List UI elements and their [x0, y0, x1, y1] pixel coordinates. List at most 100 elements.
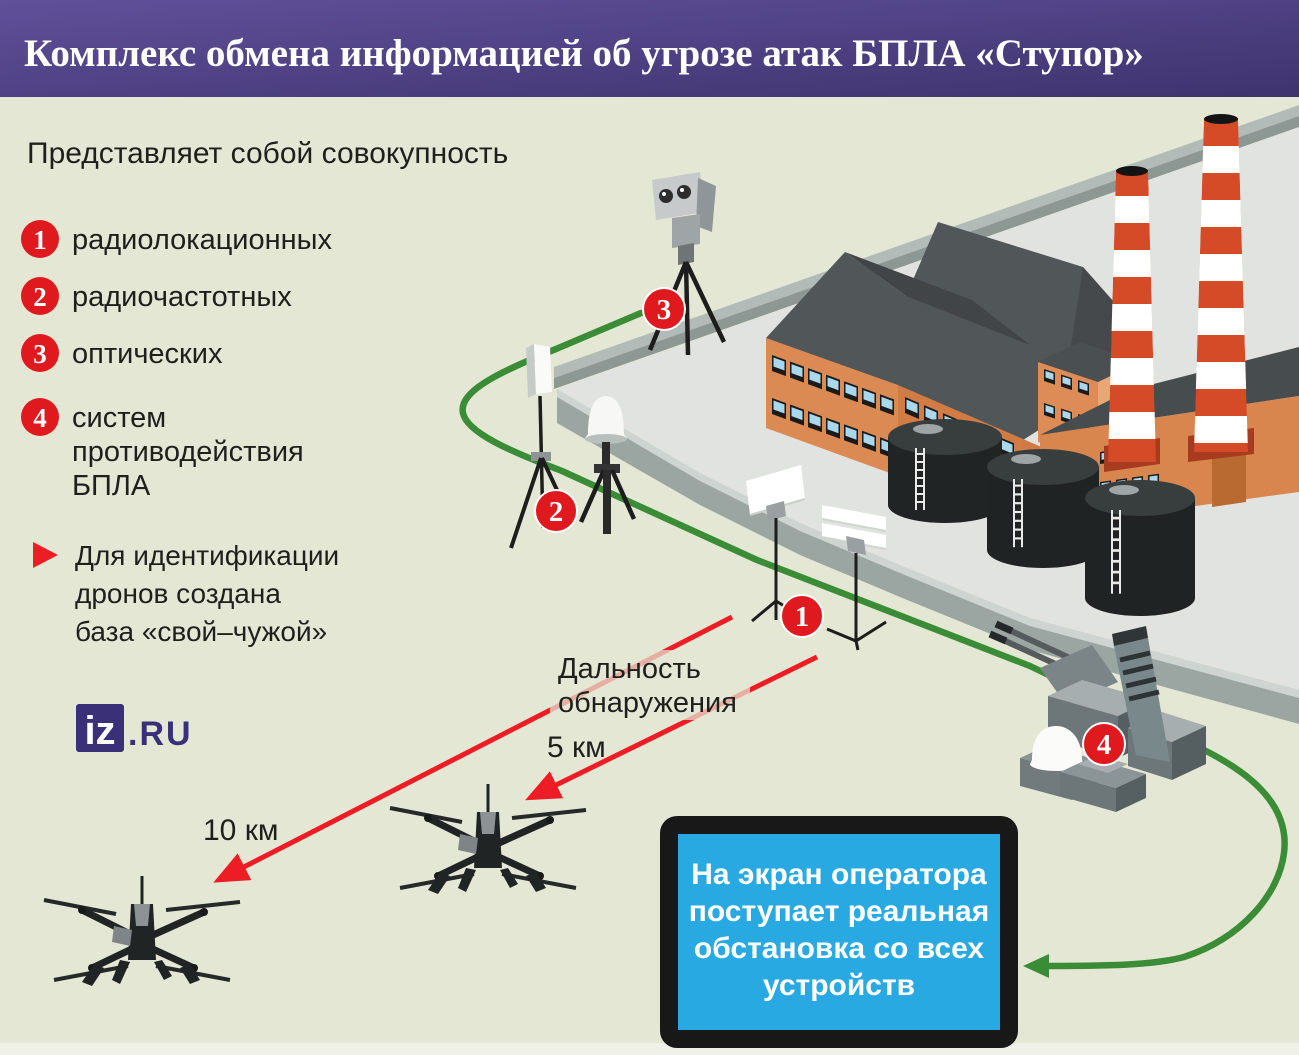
boiler-door [1212, 444, 1246, 507]
screen-text-line4: устройств [763, 969, 915, 1002]
dome-mast [602, 442, 610, 466]
route-arrowhead-to-screen [1023, 954, 1049, 978]
launcher-muzzle [1112, 626, 1148, 646]
turret-base-side [1172, 726, 1206, 780]
izru-logo: iz .RU [76, 704, 193, 753]
camera-lens [677, 185, 691, 199]
marker-2: 2 [534, 489, 578, 533]
svg-text:1: 1 [33, 225, 47, 255]
radar-bar [822, 523, 886, 549]
screen-panel [678, 834, 1000, 1030]
range-label-backdrop [550, 650, 750, 720]
svg-text:4: 4 [1097, 729, 1112, 761]
launcher-slits [1119, 650, 1160, 702]
sensor-box-side [526, 344, 536, 398]
tripod-leg [509, 457, 543, 549]
platform-front-side [557, 397, 1299, 724]
note-line2: дронов создана [75, 578, 281, 609]
range-title-line1: Дальность [558, 653, 701, 685]
roof-valley-facet [845, 252, 1030, 345]
tripod-leg [578, 469, 607, 523]
mast-hub [531, 452, 551, 461]
legend-label-line1: систем [72, 402, 166, 434]
footer-strip [0, 1043, 1299, 1055]
identification-note: Для идентификации дронов создана база «с… [33, 540, 339, 647]
legend-label-line3: БПЛА [72, 470, 151, 502]
range-arrow-5km [525, 654, 819, 801]
range-5km-label: 5 км [547, 731, 606, 764]
tank [1085, 480, 1195, 616]
tank [987, 449, 1099, 568]
tank [888, 419, 1002, 523]
triangle-bullet-icon [33, 542, 58, 568]
marker-4: 4 [1082, 722, 1126, 766]
chimney-top [1204, 114, 1238, 124]
panel-cap [766, 501, 786, 521]
svg-text:3: 3 [33, 339, 47, 369]
legend-label: радиолокационных [72, 224, 333, 256]
chimney-top [1116, 166, 1148, 176]
screen-text-line1: На экран оператора [691, 858, 987, 891]
header: Комплекс обмена информацией об угрозе ат… [0, 0, 1299, 97]
range-title-line2: обнаружения [558, 687, 737, 719]
screen-text-line2: поступает реальная [689, 895, 989, 928]
storage-tanks [888, 419, 1195, 616]
camera-bracket [696, 178, 716, 232]
camera-lens [659, 189, 673, 203]
rf-dome-sensor [578, 396, 637, 534]
radome [1030, 726, 1084, 771]
tripod-leg [854, 640, 860, 651]
camera-mount [672, 214, 700, 248]
data-route-path [459, 309, 1288, 970]
turret-base-top [1048, 680, 1152, 716]
page-title: Комплекс обмена информацией об угрозе ат… [24, 32, 1144, 75]
radar-bar [822, 505, 886, 531]
legend-label-line2: противодействия [72, 436, 304, 468]
tripod-leg [683, 261, 727, 343]
marker-1: 1 [780, 594, 824, 638]
tripod-center-post [603, 470, 611, 534]
svg-text:1: 1 [795, 601, 810, 633]
tripod-leg [855, 620, 887, 643]
range-10km-label: 10 км [203, 814, 278, 847]
header-band [0, 0, 1299, 97]
legend-item-rf: 2 радиочастотных [21, 277, 292, 315]
izru-logo-icon [76, 704, 124, 752]
intro-text: Представляет собой совокупность [27, 137, 508, 170]
panel-cap [846, 536, 866, 555]
note-line3: база «свой–чужой» [75, 616, 327, 647]
operator-dome-unit [1020, 726, 1146, 812]
svg-text:2: 2 [549, 496, 564, 528]
diagram-markers: 1 2 3 4 [534, 287, 1126, 766]
legend-label: радиочастотных [72, 281, 292, 313]
chimney-left [1104, 166, 1160, 472]
legend: 1 радиолокационных 2 радиочастотных 3 оп… [21, 220, 333, 502]
note-line1: Для идентификации [75, 540, 339, 571]
tripod-leg [609, 469, 637, 520]
tripod-leg [683, 261, 691, 356]
radar-panel-a [746, 465, 806, 623]
legend-item-counter-uav: 4 систем противодействия БПЛА [21, 398, 304, 502]
dome-base [585, 434, 627, 444]
platform-back-bevel-light [554, 105, 1299, 378]
operator-screen: На экран оператора поступает реальная об… [660, 816, 1018, 1048]
screen-text-line3: обстановка со всех [694, 932, 984, 965]
svg-text:3: 3 [657, 294, 672, 326]
izru-logo-iz: iz [84, 709, 115, 753]
camera-body [652, 172, 704, 220]
tripod-leg [826, 627, 857, 643]
legend-item-optical: 3 оптических [21, 334, 223, 372]
dome [585, 396, 627, 443]
legend-item-radar: 1 радиолокационных [21, 220, 333, 258]
svg-text:4: 4 [33, 403, 47, 433]
legend-label: оптических [72, 338, 223, 370]
camera-neck [678, 243, 694, 265]
izru-logo-suffix: .RU [128, 715, 193, 753]
tripod-leg [751, 599, 777, 623]
svg-text:2: 2 [33, 282, 47, 312]
launcher-column [1114, 638, 1170, 762]
optical-camera [647, 172, 727, 356]
radar-panel-b [821, 505, 887, 651]
